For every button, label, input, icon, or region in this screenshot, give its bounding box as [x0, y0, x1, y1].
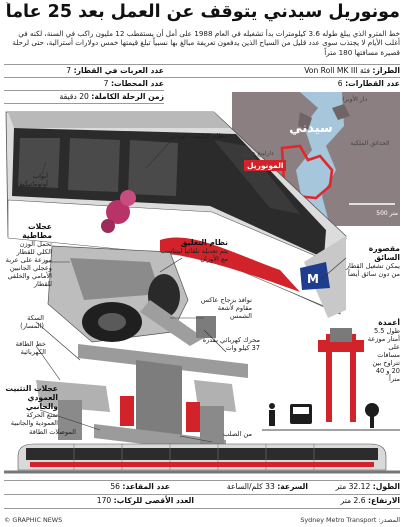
label-steel-beam: من الصلب: [223, 430, 252, 438]
spec-speed: السرعة: 33 كلم/الساعة: [226, 482, 308, 491]
map-scale-label: 500 متر: [376, 210, 398, 217]
label-power-rail: خط الطاقة الكهربائية: [15, 340, 46, 356]
label-aircon: نظام التكييف الهوائي: [168, 132, 226, 140]
divider: [4, 494, 400, 495]
person-icon: [269, 403, 275, 426]
divider: [4, 90, 164, 91]
support-column: [262, 328, 400, 431]
label-windows: نوافذ بزجاج عاكس مقاوم لأشعة الشمس: [200, 296, 252, 320]
svg-text:M: M: [307, 272, 319, 286]
spec-length: الطول: 32.12 متر: [335, 482, 400, 491]
map-darling-harbour: دارلينغ هاربر: [242, 150, 274, 157]
spec-seats: عدد المقاعد: 56: [110, 482, 170, 491]
spec-trains: عدد القطارات: 6: [337, 79, 400, 88]
spec-cars: عدد العربات في القطار: 7: [66, 66, 164, 75]
label-track: السكة (المسار): [20, 314, 44, 330]
bogie-assembly: [47, 245, 216, 346]
track-beam: [36, 344, 248, 454]
monorail-map-tag: المونوريل: [244, 160, 287, 171]
spec-model: الطراز: فئة Von Roll MK III: [304, 66, 400, 75]
spec-trip-time: زمن الرحلة الكاملة: 20 دقيقة: [59, 92, 164, 101]
source: المصدر: Sydney Metro Transport: [300, 516, 400, 524]
label-motor: محرك كهربائي بقدرة 37 كيلو وات: [202, 336, 260, 352]
divider: [4, 508, 400, 509]
map-opera-house: دار الأوبرا: [342, 96, 368, 103]
label-auto-doors: أبواب أوتوماتيكية: [19, 172, 48, 188]
label-guide-wheels: عجلات التثبيت العمودي والجانبي تمنع الحر…: [5, 384, 58, 427]
train-livery-graphic: [101, 190, 136, 233]
train-side-view: [4, 443, 400, 474]
divider: [4, 77, 400, 78]
map-city-label: سيدني: [289, 121, 333, 136]
leader-lines: [35, 141, 347, 443]
page-title: مونوريل سيدني يتوقف عن العمل بعد 25 عاما…: [4, 2, 400, 22]
spec-height: الارتفاع: 2.6 متر: [340, 496, 401, 505]
tree-icon: [365, 403, 379, 428]
map-botanic: الحدائق الملكية: [350, 140, 390, 147]
label-driver-cab: مقصورة السائق يمكن تشغيل القطار من دون س…: [345, 244, 400, 278]
bus-icon: [290, 404, 312, 424]
label-suspension: نظام التعليق يتم تعديله تلقائياً ليتناسب…: [160, 238, 228, 263]
intro-text: خط المترو الذي يبلغ طوله 3.6 كيلومترات ب…: [12, 29, 400, 57]
divider: [4, 103, 164, 104]
divider: [4, 480, 400, 481]
label-columns: أعمدة طول 5.5 أمتار موزعة على مسافات تتر…: [367, 318, 400, 383]
label-load-wheels: عجلات مطاطية تحمل الوزن الكلي للقطار موز…: [5, 222, 52, 288]
credit: © GRAPHIC NEWS: [4, 516, 63, 524]
divider: [4, 64, 400, 65]
spec-stations: عدد المحطات: 7: [103, 79, 164, 88]
spec-capacity: العدد الأقصى للركاب: 170: [96, 496, 194, 505]
label-collectors: الموصلات الطاقة: [29, 428, 76, 436]
